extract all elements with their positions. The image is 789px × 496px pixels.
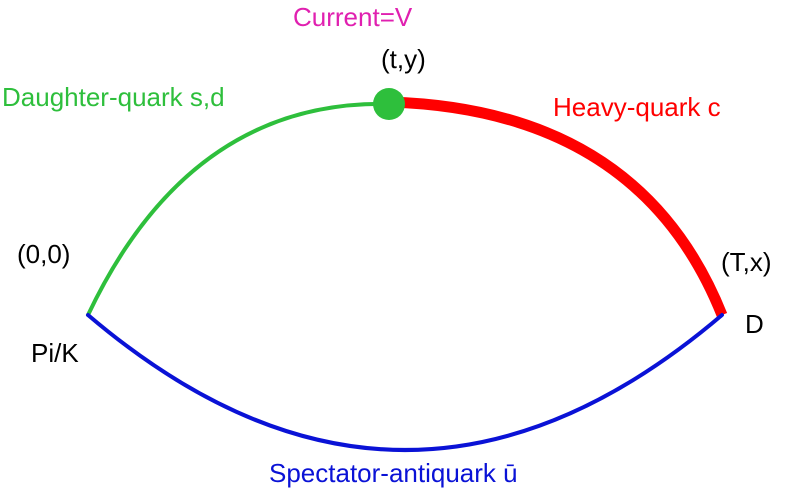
sink-point-label: (T,x): [721, 247, 772, 277]
daughter-quark-label: Daughter-quark s,d: [2, 82, 225, 112]
spectator-antiquark-label: Spectator-antiquark ū: [269, 458, 518, 488]
heavy-quark-label: Heavy-quark c: [553, 92, 721, 122]
current-label: Current=V: [293, 2, 413, 32]
current-insertion-vertex: [373, 88, 405, 120]
origin-label: (0,0): [17, 239, 71, 269]
insertion-point-label: (t,y): [381, 44, 426, 74]
daughter-quark-line: [86, 101, 390, 317]
source-meson-label: Pi/K: [31, 338, 79, 368]
heavy-quark-line: [389, 96, 728, 318]
spectator-antiquark-line: [86, 313, 724, 452]
sink-meson-label: D: [745, 309, 764, 339]
